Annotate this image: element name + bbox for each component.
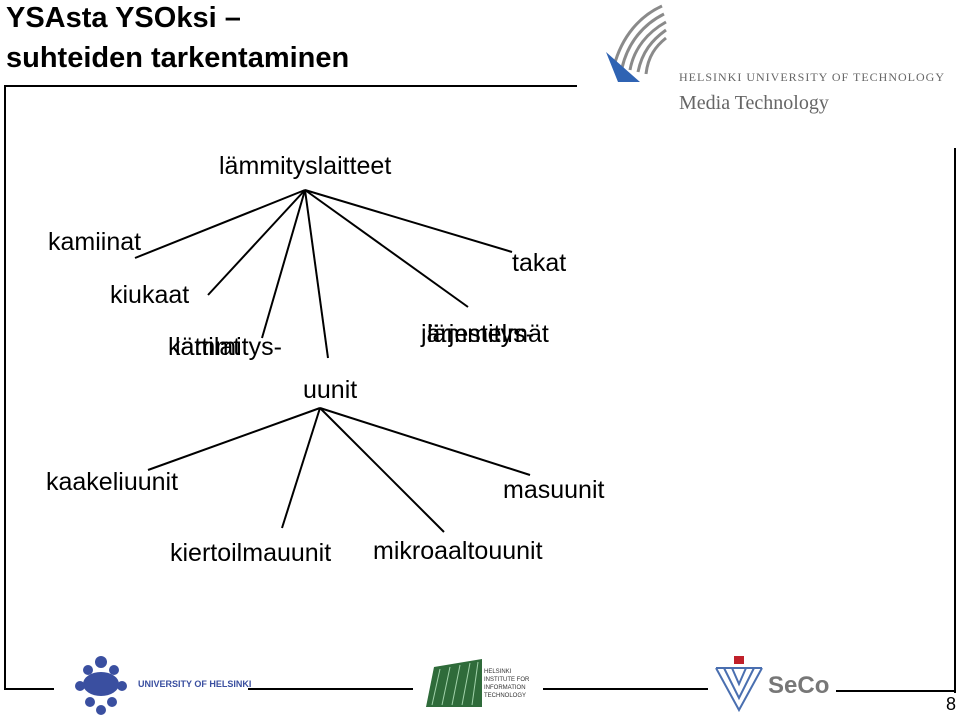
hut-department: Media Technology xyxy=(679,92,829,114)
node-kiukaat: kiukaat xyxy=(110,281,190,309)
hut-name: HELSINKI UNIVERSITY OF TECHNOLOGY xyxy=(679,70,945,84)
hiit-name-line-2: INSTITUTE FOR xyxy=(484,677,530,683)
slide-title-line1: YSAsta YSOksi – xyxy=(6,2,241,34)
edge-uunit-mikroaaltouunit xyxy=(319,407,445,533)
node-kaakeliuunit: kaakeliuunit xyxy=(46,468,179,496)
hiit-name: HELSINKI INSTITUTE FOR INFORMATION TECHN… xyxy=(484,668,529,700)
node-lammityskattilat-a: kattilat xyxy=(168,333,241,361)
footer-line-1 xyxy=(4,688,54,690)
node-uunit: uunit xyxy=(303,376,358,404)
node-lammitysjarjestelmat-a: järjestelmät xyxy=(421,320,549,348)
title-underline xyxy=(4,85,577,87)
footer-line-2 xyxy=(248,688,413,690)
hiit-name-line-4: TECHNOLOGY xyxy=(484,693,527,699)
frame-right-border xyxy=(954,148,956,693)
edge-root-kiukaat xyxy=(207,189,306,296)
edge-root-lammityskattilat xyxy=(261,189,306,339)
hiit-name-line-3: INFORMATION xyxy=(484,685,526,691)
edge-uunit-kaakeliuunit xyxy=(147,407,321,471)
seco-name: SeCo xyxy=(768,672,830,699)
frame-left-border xyxy=(4,85,6,689)
node-lammitysjarjestelmat-b: lämmitys- xyxy=(427,320,534,348)
seco-logo-icon xyxy=(715,656,763,713)
edge-root-lammitysjarjestelmat xyxy=(304,189,469,308)
hut-logo-icon xyxy=(606,4,667,82)
node-mikroaaltouunit: mikroaaltouunit xyxy=(373,537,543,565)
hiit-name-line-1: HELSINKI xyxy=(484,669,512,675)
footer-line-4 xyxy=(836,690,956,692)
uh-logo-icon xyxy=(75,656,127,715)
node-masuunit: masuunit xyxy=(503,476,605,504)
edge-root-takat xyxy=(304,189,513,253)
node-kiertoilmauunit: kiertoilmauunit xyxy=(170,539,332,567)
edge-uunit-kiertoilmauunit xyxy=(281,407,321,529)
node-takat: takat xyxy=(512,249,567,277)
hiit-logo-icon xyxy=(426,659,482,707)
page-number: 8 xyxy=(946,694,957,714)
edge-root-kamiinat xyxy=(134,189,306,259)
edge-uunit-masuunit xyxy=(319,407,531,476)
footer-line-3 xyxy=(543,688,708,690)
node-lammityslaitteet: lämmityslaitteet xyxy=(219,152,392,180)
node-kamiinat: kamiinat xyxy=(48,228,142,256)
node-lammityskattilat-b: lämmitys- xyxy=(175,333,282,361)
edge-root-uunit xyxy=(304,189,329,359)
slide-title-line2: suhteiden tarkentaminen xyxy=(6,42,350,74)
uh-name: UNIVERSITY OF HELSINKI xyxy=(138,679,252,689)
